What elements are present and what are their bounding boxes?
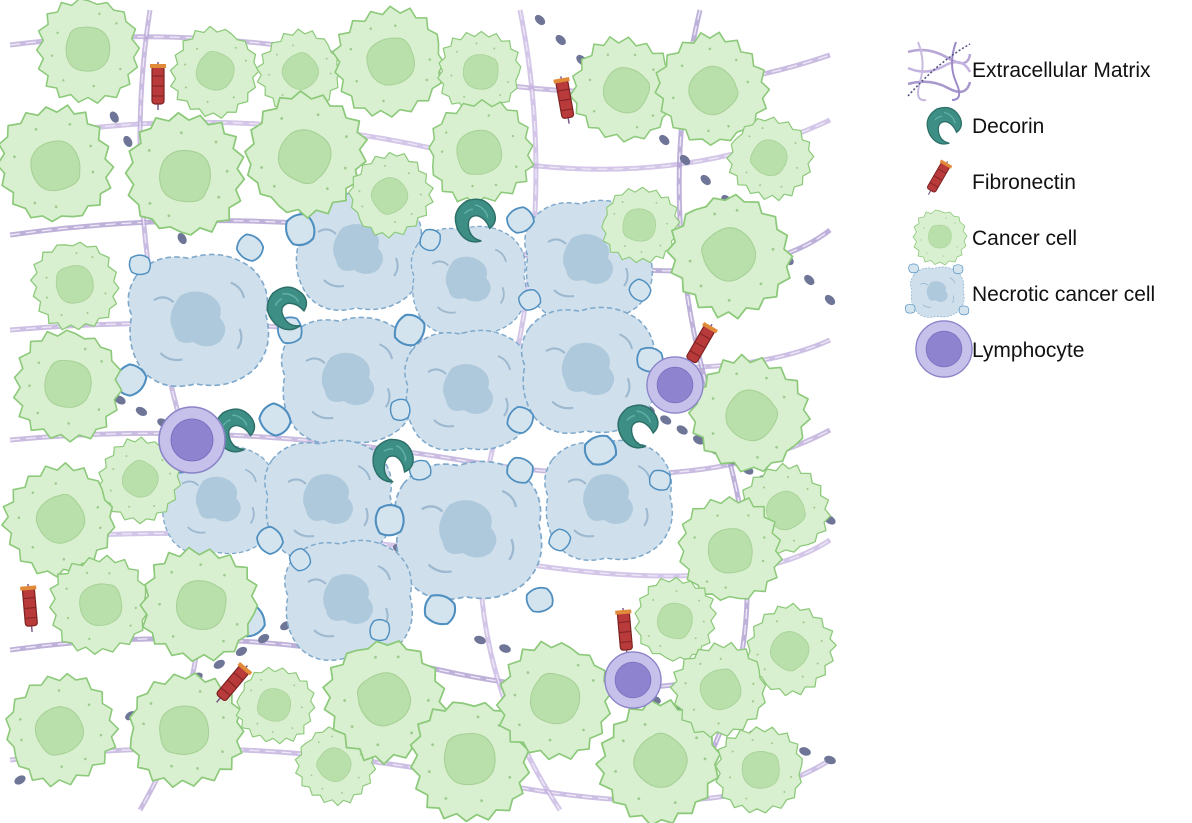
ecm-bead	[258, 633, 270, 644]
ecm-bead	[123, 135, 133, 148]
cancer-cell	[0, 90, 128, 238]
ecm-bead	[109, 111, 119, 123]
ecm-bead	[114, 395, 126, 405]
ecm-bead	[824, 755, 836, 765]
ecm-bead	[693, 435, 705, 445]
ecm-bead	[676, 425, 688, 435]
ecm-bead	[14, 775, 26, 785]
legend-item-fibronectin: Fibronectin	[902, 154, 1192, 210]
fibronectin-molecule	[19, 582, 41, 634]
ecm-bead	[177, 232, 187, 245]
legend-label-fibronectin: Fibronectin	[972, 171, 1076, 194]
ecm-bead	[534, 14, 546, 26]
ecm-bead	[700, 174, 711, 186]
ecm-bead	[499, 644, 511, 653]
legend-label-necrotic-cancer-cell: Necrotic cancer cell	[972, 283, 1156, 306]
legend-item-extracellular-matrix: Extracellular Matrix	[902, 42, 1192, 98]
cancer-cell	[5, 323, 130, 449]
ecm-bead	[824, 294, 836, 306]
cancer-cell	[157, 14, 273, 131]
cancer-cell	[35, 0, 141, 104]
legend-label-lymphocyte: Lymphocyte	[972, 339, 1085, 362]
legend-item-necrotic-cancer-cell: Necrotic cancer cell	[902, 266, 1192, 322]
necrotic-bleb	[388, 397, 412, 423]
lymphocyte-cell	[604, 651, 662, 709]
cancer-cell	[645, 170, 816, 341]
lymphocyte-cell	[646, 356, 704, 414]
ecm-bead	[660, 415, 672, 425]
necrotic-cancer-cell	[127, 253, 270, 388]
ecm-bead	[235, 646, 247, 657]
ecm-bead	[213, 659, 225, 669]
ecm-bead	[679, 154, 691, 166]
necrotic-cancer-cell	[403, 329, 534, 452]
ecm-bead	[135, 406, 148, 416]
lymphocyte-cell	[158, 406, 226, 474]
ecm-bead	[659, 134, 670, 146]
ecm-bead	[555, 34, 566, 46]
ecm-fiber-highlight	[678, 9, 748, 811]
legend-item-cancer-cell: Cancer cell	[902, 210, 1192, 266]
ecm-bead	[474, 635, 486, 645]
legend-label-decorin: Decorin	[972, 115, 1045, 138]
necrotic-bleb	[523, 583, 557, 616]
legend-label-cancer-cell: Cancer cell	[972, 227, 1078, 250]
legend-item-lymphocyte: Lymphocyte	[902, 322, 1192, 378]
necrotic-bleb	[128, 254, 152, 276]
fibronectin-molecule	[149, 61, 167, 111]
ecm-bead	[799, 747, 811, 756]
necrotic-bleb	[374, 503, 405, 537]
legend-label-extracellular-matrix: Extracellular Matrix	[972, 59, 1151, 82]
fibronectin-molecule	[614, 606, 636, 658]
cancer-cell	[415, 86, 547, 217]
cancer-cell	[710, 722, 808, 818]
extracellular-matrix-icon	[907, 41, 972, 102]
legend-item-decorin: Decorin	[902, 98, 1192, 154]
ecm-bead	[804, 274, 815, 286]
ecm-fiber-highlight	[479, 9, 561, 811]
